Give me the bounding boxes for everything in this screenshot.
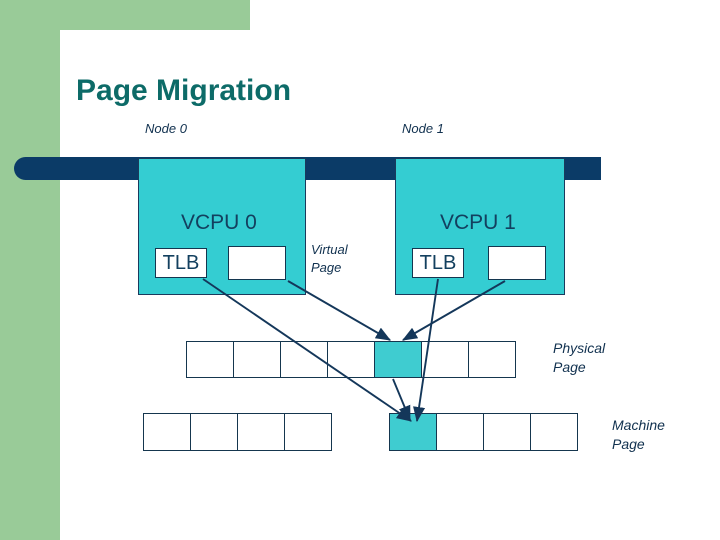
physical-page-cell xyxy=(186,341,234,378)
page-title: Page Migration xyxy=(76,74,292,107)
physical-page-cell xyxy=(374,341,422,378)
physical-page-line-1: Physical xyxy=(553,340,606,356)
machine-page-cell xyxy=(237,413,285,451)
machine-page-cell xyxy=(389,413,437,451)
virtual-page-line-1: Virtual xyxy=(311,242,348,257)
physical-page-cell xyxy=(233,341,281,378)
node-0-label: Node 0 xyxy=(145,121,187,136)
physical-page-line-2: Page xyxy=(553,359,586,375)
machine-page-label: Machine Page xyxy=(612,416,665,454)
machine-page-row-left xyxy=(143,413,332,451)
machine-page-cell xyxy=(143,413,191,451)
tlb-1-box: TLB xyxy=(412,248,464,278)
physical-page-cell xyxy=(280,341,328,378)
vcpu-0-title: VCPU 0 xyxy=(181,211,257,234)
machine-page-line-2: Page xyxy=(612,436,645,452)
machine-page-cell xyxy=(530,413,578,451)
machine-page-cell xyxy=(483,413,531,451)
vcpu-1-cache-box xyxy=(488,246,546,280)
physical-page-cell xyxy=(327,341,375,378)
left-green-band xyxy=(0,0,60,540)
machine-page-line-1: Machine xyxy=(612,417,665,433)
vcpu-0-cache-box xyxy=(228,246,286,280)
physical-page-row xyxy=(186,341,516,378)
virtual-page-label: Virtual Page xyxy=(311,241,348,277)
physical-page-label: Physical Page xyxy=(553,339,605,377)
machine-page-row-right xyxy=(389,413,578,451)
physical-page-cell xyxy=(468,341,516,378)
physical-page-cell xyxy=(421,341,469,378)
tlb-0-box: TLB xyxy=(155,248,207,278)
vcpu-1-title: VCPU 1 xyxy=(440,211,516,234)
node-1-label: Node 1 xyxy=(402,121,444,136)
machine-page-cell xyxy=(284,413,332,451)
machine-page-cell xyxy=(436,413,484,451)
top-green-band xyxy=(60,0,250,30)
virtual-page-line-2: Page xyxy=(311,260,342,275)
machine-page-cell xyxy=(190,413,238,451)
